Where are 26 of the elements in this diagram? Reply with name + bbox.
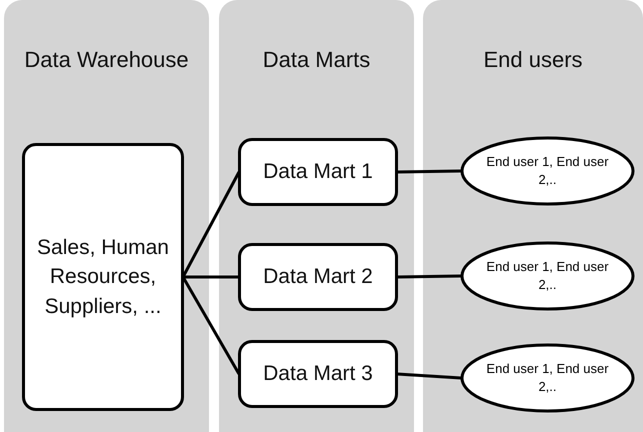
rounded-box xyxy=(22,143,184,411)
node-label: End user 1, End user 2,.. xyxy=(485,153,610,189)
column-heading: Data Warehouse xyxy=(23,46,190,74)
ellipse-node xyxy=(460,343,635,413)
node-label: End user 1, End user 2,.. xyxy=(485,258,610,294)
ellipse-node xyxy=(460,241,635,311)
connector-line xyxy=(396,170,462,174)
column-panel xyxy=(423,0,643,432)
node-label: Data Mart 1 xyxy=(263,159,373,186)
rounded-box xyxy=(238,340,398,408)
column-heading: Data Marts xyxy=(262,46,372,74)
rounded-box xyxy=(238,138,398,206)
node-label: Sales, Human Resources, Suppliers, ... xyxy=(36,234,170,320)
connector-line xyxy=(396,274,462,278)
ellipse-node xyxy=(460,136,635,206)
connector-line xyxy=(182,171,240,278)
rounded-box xyxy=(238,243,398,311)
column-panel xyxy=(219,0,414,432)
connector-line xyxy=(396,372,462,380)
node-label: Data Mart 3 xyxy=(263,361,373,388)
connector-line xyxy=(183,276,239,278)
column-heading: End users xyxy=(482,46,584,74)
column-panel xyxy=(4,0,209,432)
node-label: Data Mart 2 xyxy=(263,264,373,290)
connector-line xyxy=(182,276,240,375)
node-label: End user 1, End user 2,.. xyxy=(485,360,610,396)
